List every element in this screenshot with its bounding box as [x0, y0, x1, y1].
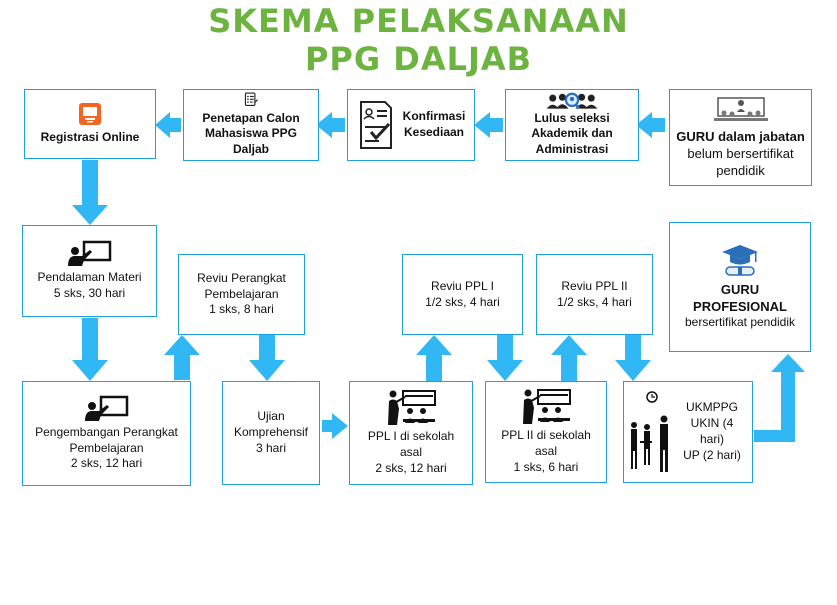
- arrow-penetapan-to-registrasi: [155, 112, 181, 138]
- step-guru-profesional: GURU PROFESIONAL bersertifikat pendidik: [669, 222, 811, 352]
- reviu-perangkat-line2: Pembelajaran: [204, 286, 279, 301]
- exam-people-icon: [631, 391, 668, 472]
- penetapan-line2: Mahasiswa PPG Daljab: [204, 126, 298, 157]
- pengembangan-line1: Pengembangan Perangkat: [35, 424, 178, 439]
- step-reviu-ppl-1: Reviu PPL I 1/2 sks, 4 hari: [402, 254, 523, 335]
- reviu-ppl1-line2: 1/2 sks, 4 hari: [425, 294, 500, 309]
- clipboard-list-icon: [244, 92, 258, 106]
- guru-profesional-line2: PROFESIONAL: [693, 299, 787, 315]
- step-registrasi-online: Registrasi Online: [24, 89, 156, 159]
- reviu-ppl2-line1: Reviu PPL II: [561, 278, 628, 293]
- pengembangan-line3: 2 sks, 12 hari: [70, 456, 143, 471]
- arrow-pendalaman-to-pengembangan: [72, 318, 108, 381]
- arrow-lulus-to-konfirmasi: [474, 112, 503, 138]
- reviu-perangkat-line1: Reviu Perangkat: [197, 270, 286, 285]
- ukmppg-line3: UP (2 hari): [683, 447, 741, 462]
- arrow-ppl2-to-reviu-ppl2: [551, 335, 587, 381]
- reviu-ppl2-line2: 1/2 sks, 4 hari: [557, 294, 632, 309]
- step-konfirmasi-kesediaan: Konfirmasi Kesediaan: [347, 89, 475, 161]
- ujian-line2: Komprehensif: [233, 425, 309, 440]
- arrow-konfirmasi-to-penetapan: [316, 112, 345, 138]
- reviu-perangkat-line3: 1 sks, 8 hari: [209, 302, 274, 317]
- guru-jabatan-line1: GURU dalam jabatan: [676, 128, 805, 144]
- classroom-icon: [523, 389, 571, 425]
- diagram-title-line2: PPG DALJAB: [304, 40, 533, 78]
- ppl2-line2: 1 sks, 6 hari: [513, 459, 579, 474]
- arrow-ujian-to-ppl1: [322, 413, 348, 439]
- step-ukmppg: UKMPPG UKIN (4 hari) UP (2 hari): [623, 381, 753, 483]
- arrow-reviu-perangkat-to-ujian: [249, 335, 285, 381]
- teacher-board-icon: [67, 240, 111, 267]
- classroom-icon: [388, 390, 436, 426]
- pengembangan-line2: Pembelajaran: [69, 440, 144, 455]
- ppl2-line1: PPL II di sekolah asal: [501, 428, 591, 459]
- arrow-guru-to-lulus: [636, 112, 665, 138]
- step-pengembangan-perangkat: Pengembangan Perangkat Pembelajaran 2 sk…: [22, 381, 191, 486]
- konfirmasi-line1: Konfirmasi: [402, 109, 466, 124]
- guru-profesional-line3: bersertifikat pendidik: [684, 315, 796, 330]
- arrow-pengembangan-to-reviu-perangkat: [164, 335, 200, 380]
- step-reviu-perangkat: Reviu Perangkat Pembelajaran 1 sks, 8 ha…: [178, 254, 305, 335]
- ukmppg-line1: UKMPPG: [685, 400, 738, 415]
- graduation-cap-icon: [722, 244, 758, 276]
- lulus-line1: Lulus seleksi: [534, 110, 610, 125]
- lulus-line2: Akademik dan: [531, 126, 613, 141]
- classroom-teacher-icon: [713, 97, 768, 121]
- step-penetapan-calon: Penetapan Calon Mahasiswa PPG Daljab: [183, 89, 319, 161]
- ujian-line1: Ujian: [257, 409, 285, 424]
- ppl1-line1: PPL I di sekolah asal: [367, 429, 455, 460]
- diagram-title-line1: SKEMA PELAKSANAAN: [208, 2, 629, 40]
- penetapan-line1: Penetapan Calon: [202, 110, 300, 125]
- step-ppl-1: PPL I di sekolah asal 2 sks, 12 hari: [349, 381, 473, 485]
- konfirmasi-line2: Kesediaan: [403, 125, 465, 139]
- step-lulus-seleksi: Lulus seleksi Akademik dan Administrasi: [505, 89, 639, 161]
- form-check-icon: [359, 101, 392, 149]
- reviu-ppl1-line1: Reviu PPL I: [431, 278, 494, 293]
- pendalaman-line1: Pendalaman Materi: [37, 270, 142, 285]
- step-pendalaman-materi: Pendalaman Materi 5 sks, 30 hari: [22, 225, 157, 317]
- arrow-reviu-ppl2-to-ukmppg: [615, 335, 651, 381]
- registration-badge-icon: [79, 103, 101, 126]
- ppl1-line2: 2 sks, 12 hari: [375, 460, 447, 475]
- step-ppl-2: PPL II di sekolah asal 1 sks, 6 hari: [485, 381, 607, 483]
- teacher-board-icon: [84, 395, 128, 421]
- arrow-ukmppg-to-guru-profesional: [754, 354, 805, 442]
- arrow-ppl1-to-reviu-ppl1: [416, 335, 452, 381]
- guru-profesional-line1: GURU: [720, 281, 760, 297]
- step-ujian-komprehensif: Ujian Komprehensif 3 hari: [222, 381, 320, 485]
- step-guru-dalam-jabatan: GURU dalam jabatan belum bersertifikat p…: [669, 89, 812, 186]
- arrow-registrasi-to-pendalaman: [72, 160, 108, 225]
- ujian-line3: 3 hari: [255, 440, 287, 455]
- lulus-line3: Administrasi: [535, 142, 609, 157]
- guru-jabatan-line2: belum bersertifikat: [687, 145, 794, 161]
- registrasi-label: Registrasi Online: [40, 130, 140, 145]
- ukmppg-line2: UKIN (4 hari): [690, 416, 734, 446]
- arrow-reviu-ppl1-to-ppl2: [487, 335, 523, 381]
- step-reviu-ppl-2: Reviu PPL II 1/2 sks, 4 hari: [536, 254, 653, 335]
- guru-jabatan-line3: pendidik: [716, 163, 765, 179]
- pendalaman-line2: 5 sks, 30 hari: [53, 286, 126, 300]
- selection-search-icon: [546, 92, 598, 110]
